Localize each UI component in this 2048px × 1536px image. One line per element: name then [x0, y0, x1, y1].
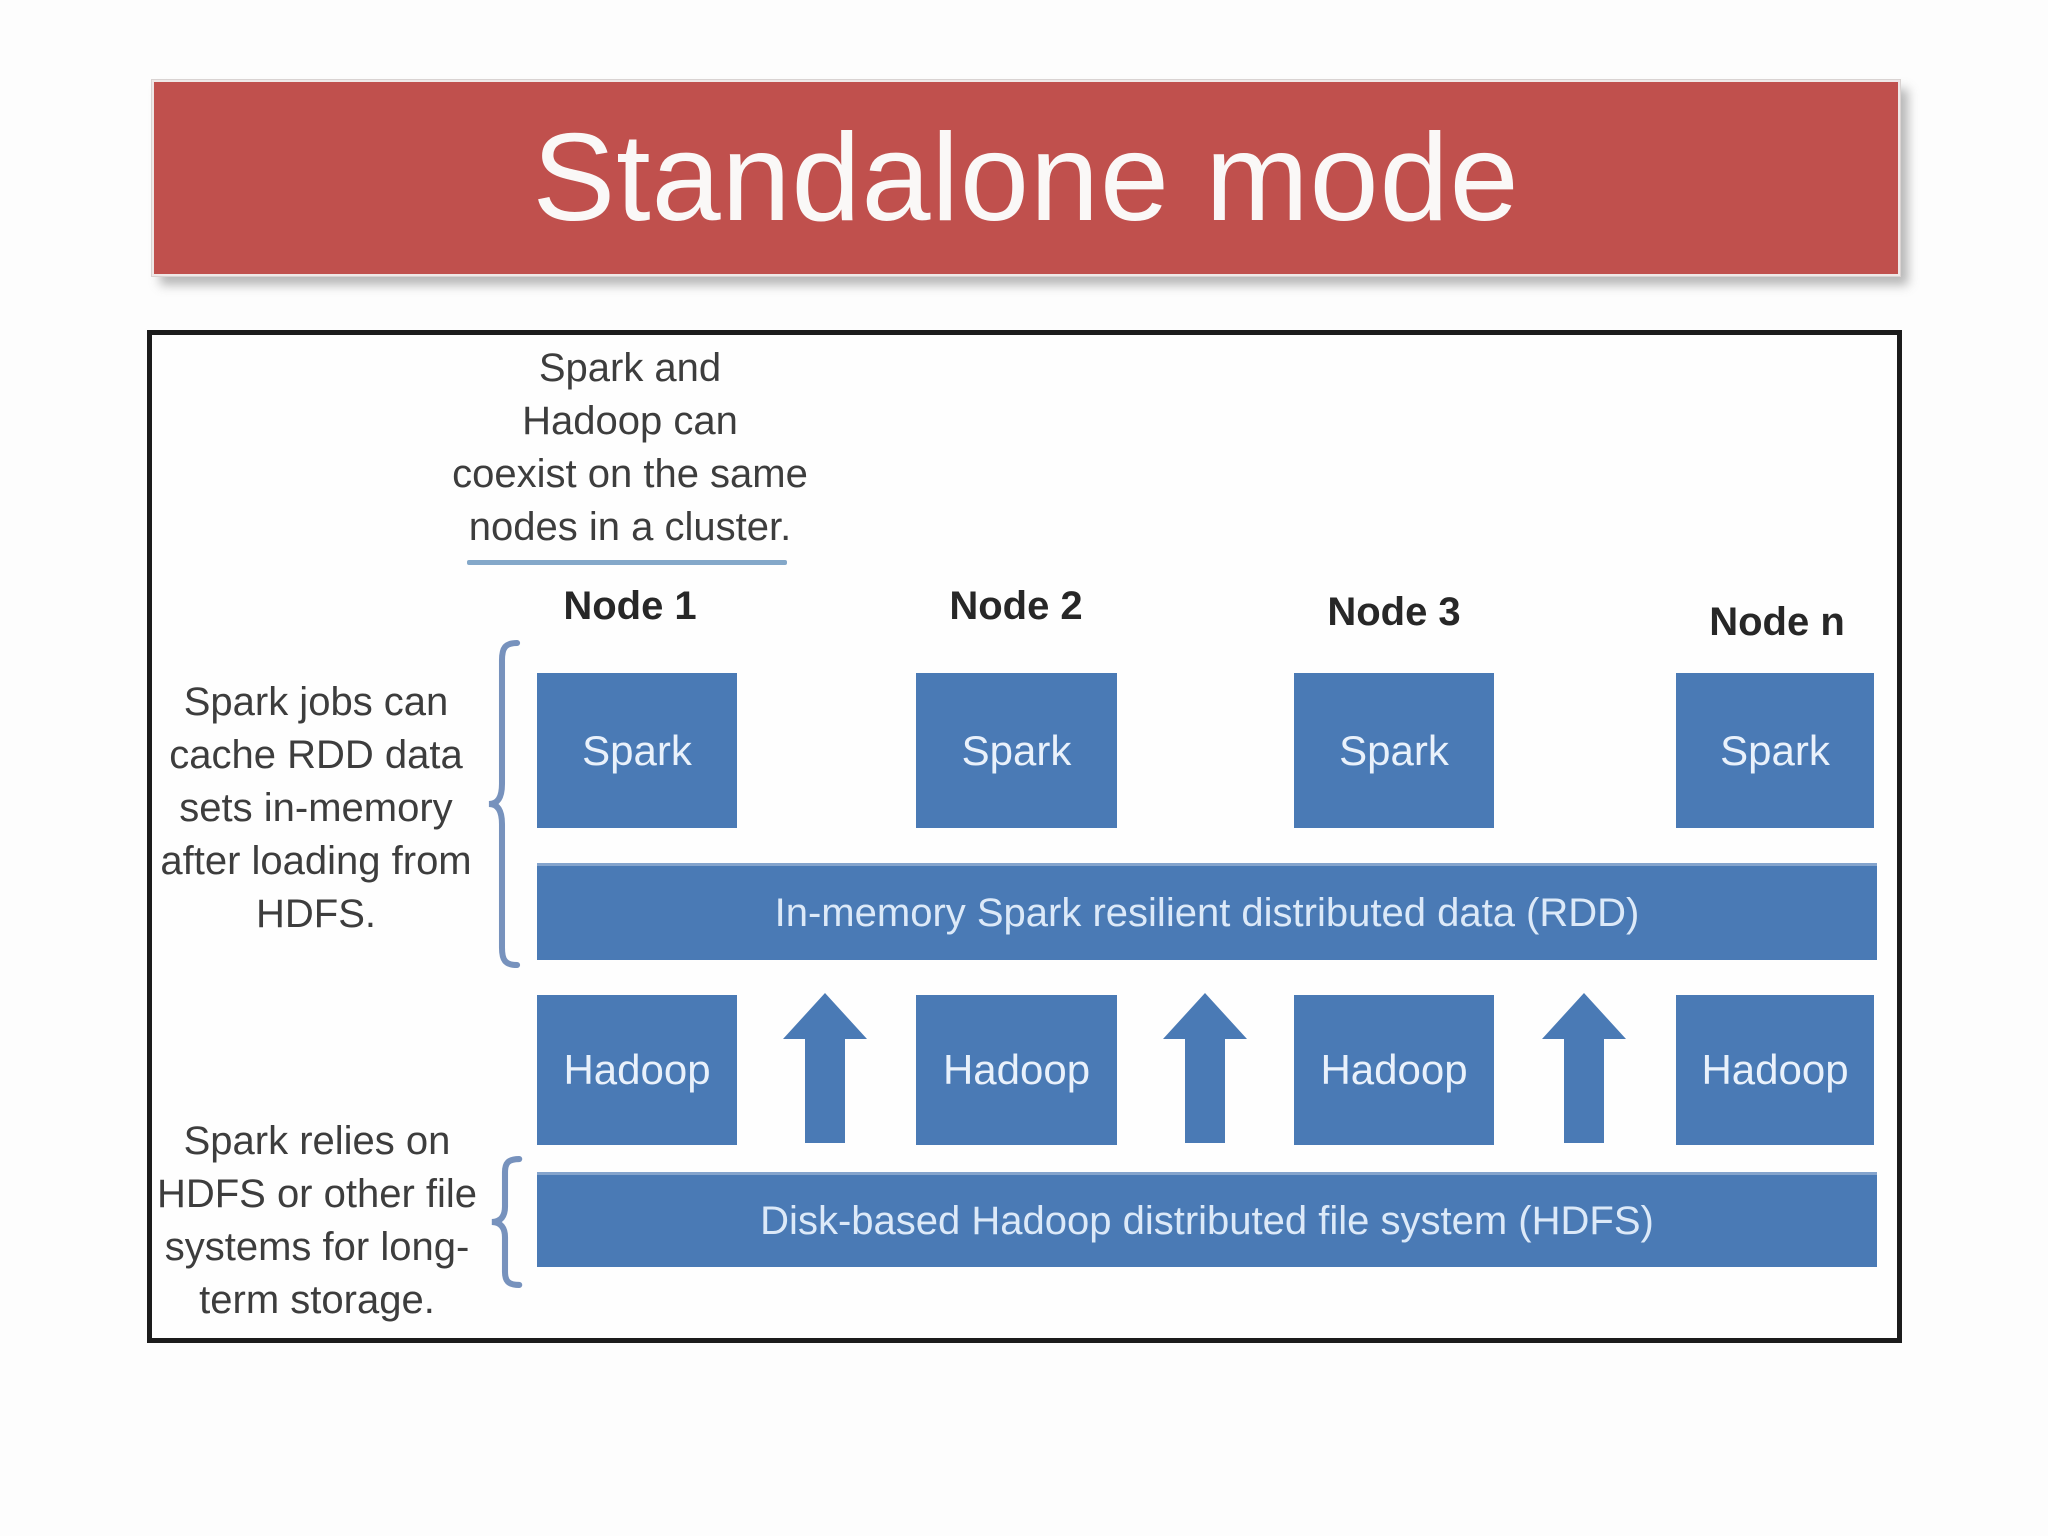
annotation-line: systems for long- — [164, 1225, 470, 1269]
annotation-line: HDFS or other file — [156, 1172, 478, 1216]
curly-brace-icon — [488, 640, 521, 968]
up-arrow-icon — [783, 993, 867, 1143]
annotation-line: cache RDD data — [169, 733, 463, 777]
node-header-3: Node 3 — [1327, 590, 1461, 634]
spark-box-node1: Spark — [537, 673, 737, 828]
hadoop-box-noden: Hadoop — [1676, 995, 1874, 1145]
annotation-underline — [467, 560, 787, 565]
top-annotation: Spark and Hadoop can coexist on the same… — [330, 342, 930, 554]
hadoop-box-node3: Hadoop — [1294, 995, 1494, 1145]
node-header-n: Node n — [1709, 600, 1845, 644]
spark-cache-annotation: Spark jobs can cache RDD data sets in-me… — [116, 676, 516, 941]
hdfs-bar: Disk-based Hadoop distributed file syste… — [537, 1172, 1877, 1267]
title-banner: Standalone mode — [152, 80, 1900, 276]
annotation-line: HDFS. — [256, 892, 376, 936]
annotation-line: Spark jobs can — [183, 680, 449, 724]
annotation-line: Hadoop can — [522, 399, 738, 443]
annotation-line: nodes in a cluster. — [468, 505, 792, 549]
up-arrow-icon — [1163, 993, 1247, 1143]
spark-storage-annotation: Spark relies on HDFS or other file syste… — [117, 1115, 517, 1327]
spark-box-node2: Spark — [916, 673, 1117, 828]
up-arrow-icon — [1542, 993, 1626, 1143]
curly-brace-icon — [491, 1156, 523, 1288]
spark-box-node3: Spark — [1294, 673, 1494, 828]
slide-title: Standalone mode — [532, 109, 1520, 247]
hadoop-box-node2: Hadoop — [916, 995, 1117, 1145]
annotation-line: term storage. — [199, 1278, 435, 1322]
node-header-1: Node 1 — [563, 584, 697, 628]
annotation-line: Spark relies on — [183, 1119, 451, 1163]
node-header-2: Node 2 — [949, 584, 1083, 628]
annotation-line: after loading from — [160, 839, 472, 883]
rdd-bar: In-memory Spark resilient distributed da… — [537, 863, 1877, 960]
hadoop-box-node1: Hadoop — [537, 995, 737, 1145]
annotation-line: coexist on the same — [452, 452, 808, 496]
annotation-line: sets in-memory — [179, 786, 453, 830]
spark-box-noden: Spark — [1676, 673, 1874, 828]
annotation-line: Spark and — [538, 346, 722, 390]
